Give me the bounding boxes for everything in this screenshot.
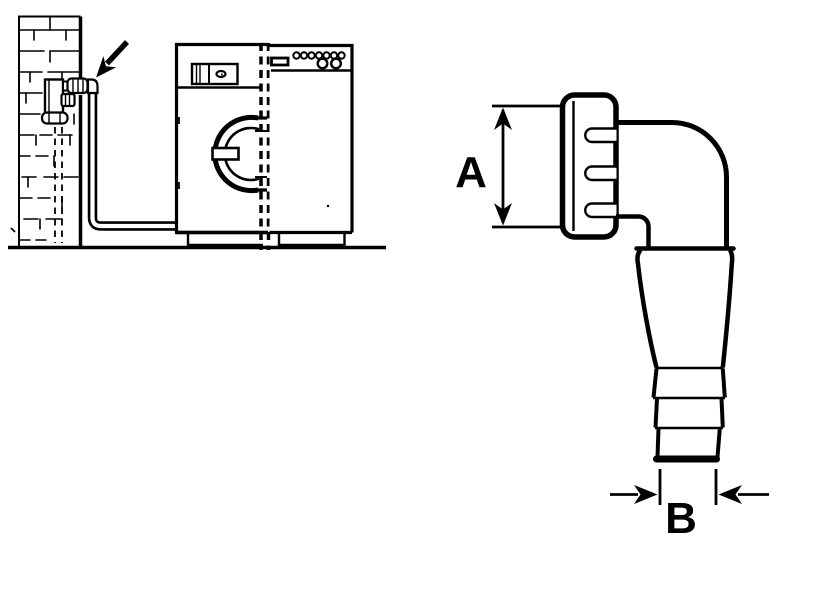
break-lines [259,43,271,250]
elbow-inner-edge [616,214,651,247]
dim-b-arrowhead-right [718,485,742,504]
side-speck [326,204,330,208]
machine-front-fill [176,44,268,246]
elbow-pipe [616,120,729,247]
side-plinth [277,232,346,247]
elbow-outer-edge [616,120,729,247]
tap-handle-ridges [64,95,71,105]
dim-a-arrowhead-up [494,107,512,130]
tap-hose-elbow [86,78,99,95]
machine-side-fill [269,45,352,246]
tap-handle [60,92,76,108]
dim-b: B [610,469,769,543]
sleeve-left-edge [635,248,659,369]
dim-a-label: A [455,148,487,197]
inlet-hose [87,90,177,231]
tap-body [43,78,65,117]
detergent-drawer [190,62,239,86]
dim-b-label: B [665,494,697,543]
hose-core [90,90,177,229]
panel-tab [270,56,290,67]
drawer-knob [215,69,227,79]
drawer-knob-dot [221,73,223,76]
machine-side-outline [269,43,354,233]
washing-machine-side-view [269,43,354,247]
dim-a-arrowhead-down [494,203,512,226]
brick-wall [10,15,83,247]
control-knobs [316,57,343,70]
union-nut [559,92,619,240]
floor-mark [10,227,16,233]
front-plinth [186,232,263,247]
door-handle [211,146,240,161]
pointer-arrow-shaft [104,40,130,66]
tap-flange [40,111,69,125]
detergent-drawer-lines [195,64,201,84]
hose-outer [87,90,177,231]
washing-machine-front-view [174,42,268,247]
nut-grooves [584,127,617,219]
tap-nut-ridges [72,79,84,93]
dim-b-arrowhead-left [634,485,658,504]
sleeve-right-edge [720,248,735,368]
dim-a: A [455,104,563,229]
installation-scene [8,15,386,250]
hose-sleeve [634,246,736,369]
hidden-pipe-lines [54,127,63,243]
barb-2-sides [653,398,725,428]
wall-tap [40,77,99,125]
pointer-arrow-head [96,56,117,78]
wall-outline [18,15,81,247]
pointer-arrow-icon [96,40,130,78]
barb-3-sides [655,428,722,458]
connector-detail: A [455,92,769,543]
barb-1-sides [651,368,727,398]
tap-flange-lines [48,112,61,124]
brick-pattern [18,16,81,241]
hose-barbs [651,366,727,463]
